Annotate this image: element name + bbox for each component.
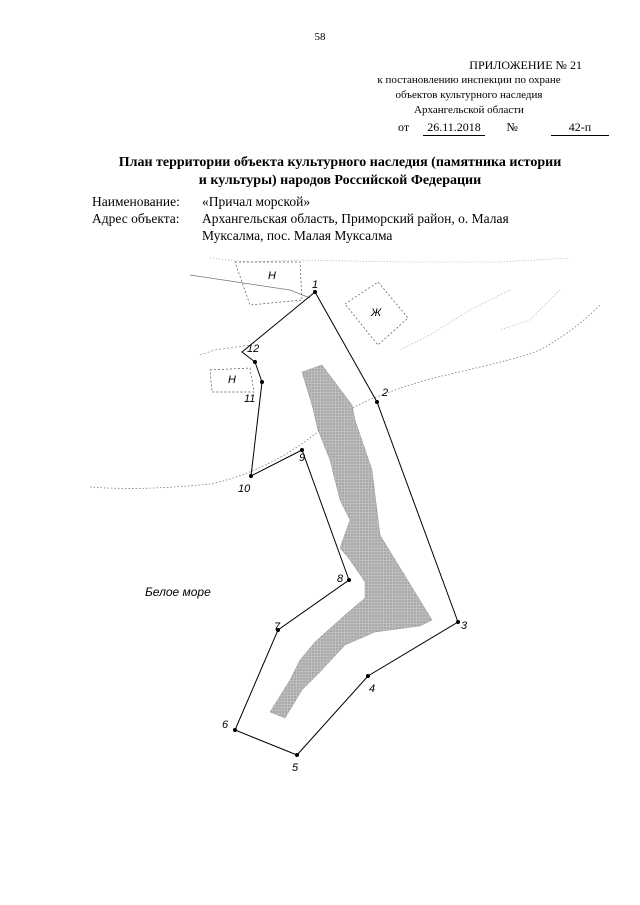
name-row: Наименование: «Причал морской» <box>92 193 310 210</box>
address-line-1: Архангельская область, Приморский район,… <box>202 211 509 226</box>
building-n-top: Н <box>234 261 303 306</box>
point-label-12: 12 <box>247 343 259 355</box>
point-label-5: 5 <box>292 762 299 774</box>
decree-line: от 26.11.2018 № 42-п <box>398 120 609 136</box>
point-label-3: 3 <box>461 620 468 632</box>
sea-label: Белое море <box>145 585 211 599</box>
address-row: Адрес объекта: Архангельская область, Пр… <box>92 210 509 243</box>
plan-title-line-2: и культуры) народов Российской Федерации <box>198 173 482 188</box>
address-line-2: Муксалма, пос. Малая Муксалма <box>202 228 393 243</box>
road-edge-2 <box>399 289 511 351</box>
shoreline <box>89 304 601 489</box>
building-zh: Ж <box>344 281 409 346</box>
point-label-10: 10 <box>238 483 251 495</box>
building-label: Ж <box>370 307 382 319</box>
from-label: от <box>398 120 410 134</box>
point-label-2: 2 <box>381 387 388 399</box>
appendix-title: ПРИЛОЖЕНИЕ № 21 <box>469 58 582 72</box>
road-edge-1 <box>209 257 571 263</box>
decree-date: 26.11.2018 <box>423 120 485 136</box>
point-label-11: 11 <box>244 393 255 405</box>
territory-boundary <box>234 291 459 756</box>
address-value: Архангельская область, Приморский район,… <box>202 210 562 244</box>
boundary-vertices <box>233 290 460 757</box>
decree-number: 42-п <box>551 120 609 136</box>
point-label-8: 8 <box>337 573 344 585</box>
building-n-left: Н <box>209 367 255 393</box>
point-label-9: 9 <box>299 452 305 464</box>
road-edge-3 <box>499 289 561 331</box>
vertex-labels: 1 2 3 4 5 6 7 8 9 10 11 12 <box>222 279 468 774</box>
point-label-4: 4 <box>369 683 375 695</box>
point-label-6: 6 <box>222 719 229 731</box>
point-label-7: 7 <box>274 621 281 633</box>
name-label: Наименование: <box>92 194 180 209</box>
appendix-header: ПРИЛОЖЕНИЕ № 21 к постановлению инспекци… <box>322 58 582 118</box>
appendix-line-3: Архангельской области <box>414 104 524 116</box>
building-label: Н <box>268 270 276 282</box>
plan-title: План территории объекта культурного насл… <box>80 154 600 190</box>
appendix-line-1: к постановлению инспекции по охране <box>377 74 561 86</box>
address-label: Адрес объекта: <box>92 211 180 226</box>
pier-structure <box>269 364 433 719</box>
point-label-1: 1 <box>312 279 318 291</box>
name-value: «Причал морской» <box>202 194 311 209</box>
page-number: 58 <box>314 31 326 43</box>
plan-title-line-1: План территории объекта культурного насл… <box>118 155 562 170</box>
number-label: № <box>506 120 518 134</box>
shore-line-left <box>199 344 251 356</box>
appendix-line-2: объектов культурного наследия <box>395 89 543 101</box>
building-label: Н <box>228 374 236 386</box>
shore-line-upper <box>189 274 311 299</box>
